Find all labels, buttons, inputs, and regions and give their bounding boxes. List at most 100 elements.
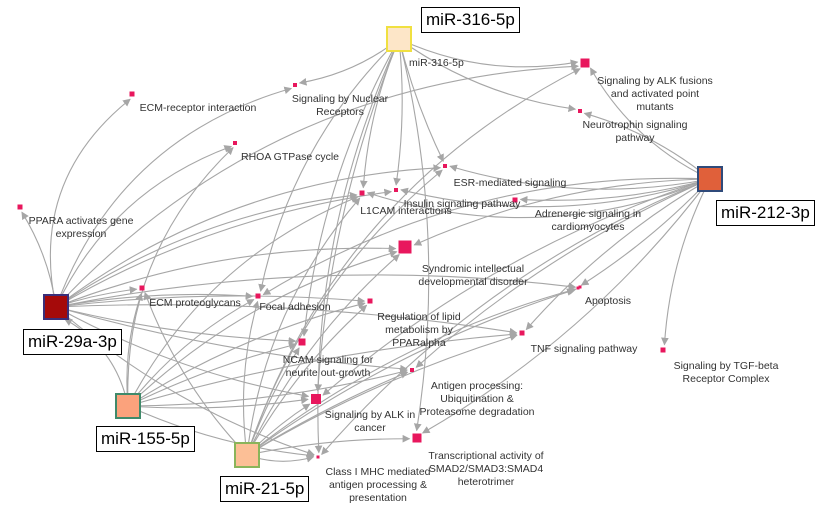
- pathway-node-lipid: [367, 298, 373, 304]
- edge-m155-hub: [127, 249, 398, 407]
- edge-m29-focal_adhesion: [55, 291, 254, 308]
- pathway-node-smad: [412, 433, 422, 443]
- edge-m155-mhc: [127, 405, 315, 459]
- edge-m29-l1cam: [55, 191, 358, 308]
- edge-m21-ecm_proteoglycans: [143, 291, 248, 456]
- edge-m316-focal_adhesion: [258, 38, 400, 292]
- edge-m316-alk_fusions: [398, 38, 579, 68]
- pathway-node-ppara: [17, 204, 23, 210]
- edge-m29-insulin: [55, 188, 393, 308]
- edge-m29-ecm_receptor: [49, 98, 131, 308]
- edge-m212-insulin: [400, 178, 711, 208]
- callout-miR-29a-3p: miR-29a-3p: [23, 329, 122, 355]
- pathway-node-ncam: [298, 338, 306, 346]
- edge-m316-ncam: [300, 38, 400, 337]
- edge-m316-neurotrophin: [398, 38, 577, 113]
- pathway-label-apoptosis: Apoptosis: [585, 295, 631, 307]
- edge-m155-antigen: [127, 368, 408, 407]
- pathway-node-insulin: [394, 188, 398, 192]
- edge-m29-tnf: [55, 304, 518, 336]
- edge-m316-insulin: [393, 38, 403, 186]
- mirna-node-miR-212-3p: [697, 166, 723, 192]
- mirna-node-miR-316-5p: [386, 26, 412, 52]
- edge-m155-ecm_proteoglycans: [126, 292, 143, 407]
- edge-m212-tnf: [525, 178, 711, 331]
- pathway-node-adrenergic: [512, 197, 518, 203]
- edge-m21-alk_fusions: [246, 68, 581, 456]
- edge-m21-tnf: [246, 333, 518, 456]
- edge-m212-hub: [413, 178, 711, 246]
- edge-m29-hub: [55, 244, 397, 308]
- edge-m29-rhoa: [55, 145, 233, 308]
- mirna-node-layer: [43, 26, 723, 468]
- pathway-label-rhoa: RHOA GTPase cycle: [241, 151, 339, 163]
- edge-layer: [21, 38, 711, 463]
- pathway-node-syndromic: [578, 285, 582, 289]
- edge-m21-lipid: [246, 304, 368, 456]
- edge-m21-hub: [246, 254, 400, 456]
- pathway-node-ecm_receptor: [129, 91, 135, 97]
- mirna-node-miR-21-5p: [234, 442, 260, 468]
- pathway-label-l1cam: L1CAM interactions: [360, 205, 452, 217]
- pathway-label-antigen: Antigen processing:Ubiquitination &Prote…: [420, 380, 535, 418]
- pathway-node-nuclear_receptors: [293, 83, 297, 87]
- pathway-node-l1cam: [359, 190, 365, 196]
- edge-m212-alk_fusions: [590, 67, 711, 180]
- edge-m21-smad: [246, 434, 411, 456]
- pathway-node-hub: [398, 240, 412, 254]
- pathway-label-ecm_receptor: ECM-receptor interaction: [140, 102, 257, 114]
- pathway-label-insulin: Insulin signaling pathway: [404, 198, 521, 210]
- edge-m155-tnf: [127, 330, 518, 407]
- pathway-label-tnf: TNF signaling pathway: [531, 343, 639, 355]
- mirna-node-miR-155-5p: [115, 393, 141, 419]
- pathway-node-apoptosis: [576, 286, 580, 290]
- edge-m212-mhc: [321, 178, 711, 455]
- edge-m29-nuclear_receptors: [55, 86, 293, 308]
- pathway-node-layer: [17, 58, 666, 459]
- edge-m29-alk_fusions: [55, 62, 579, 308]
- pathway-node-esr: [443, 164, 447, 168]
- pathway-node-antigen: [410, 368, 414, 372]
- callout-miR-21-5p: miR-21-5p: [220, 476, 310, 502]
- pathway-label-focal_adhesion: Focal adhesion: [259, 301, 330, 313]
- pathway-label-ecm_proteoglycans: ECM proteoglycans: [149, 297, 241, 309]
- pathway-node-neurotrophin: [578, 109, 582, 113]
- callout-miR-155-5p: miR-155-5p: [96, 426, 195, 452]
- edge-m155-ncam: [127, 342, 297, 407]
- edge-m212-esr: [449, 164, 711, 190]
- edge-m21-l1cam: [246, 197, 361, 456]
- callout-miR-316-5p: miR-316-5p: [421, 7, 520, 33]
- pathway-node-rhoa: [233, 141, 237, 145]
- edge-m155-focal_adhesion: [127, 299, 255, 407]
- edge-m212-smad: [421, 178, 711, 434]
- edge-m21-apoptosis: [246, 288, 575, 456]
- edge-m212-focal_adhesion: [262, 177, 711, 296]
- edge-m21-syndromic: [246, 287, 577, 456]
- pathway-node-alk_fusions: [580, 58, 590, 68]
- edge-m155-lipid: [127, 301, 366, 407]
- pathway-node-tnf: [519, 330, 525, 336]
- edge-m21-focal_adhesion: [242, 300, 260, 456]
- edge-m29-antigen: [55, 306, 408, 373]
- pathway-label-esr: ESR-mediated signaling: [454, 177, 567, 189]
- edge-m212-l1cam: [366, 178, 711, 219]
- edge-m316-alk_cancer: [314, 38, 400, 392]
- edge-m155-alk_cancer: [127, 396, 309, 409]
- edge-m29-ncam: [55, 306, 297, 345]
- edge-m29-syndromic: [55, 274, 577, 308]
- pathway-node-focal_adhesion: [255, 293, 261, 299]
- edge-m29-esr: [55, 164, 442, 308]
- edge-m155-rhoa: [127, 147, 234, 407]
